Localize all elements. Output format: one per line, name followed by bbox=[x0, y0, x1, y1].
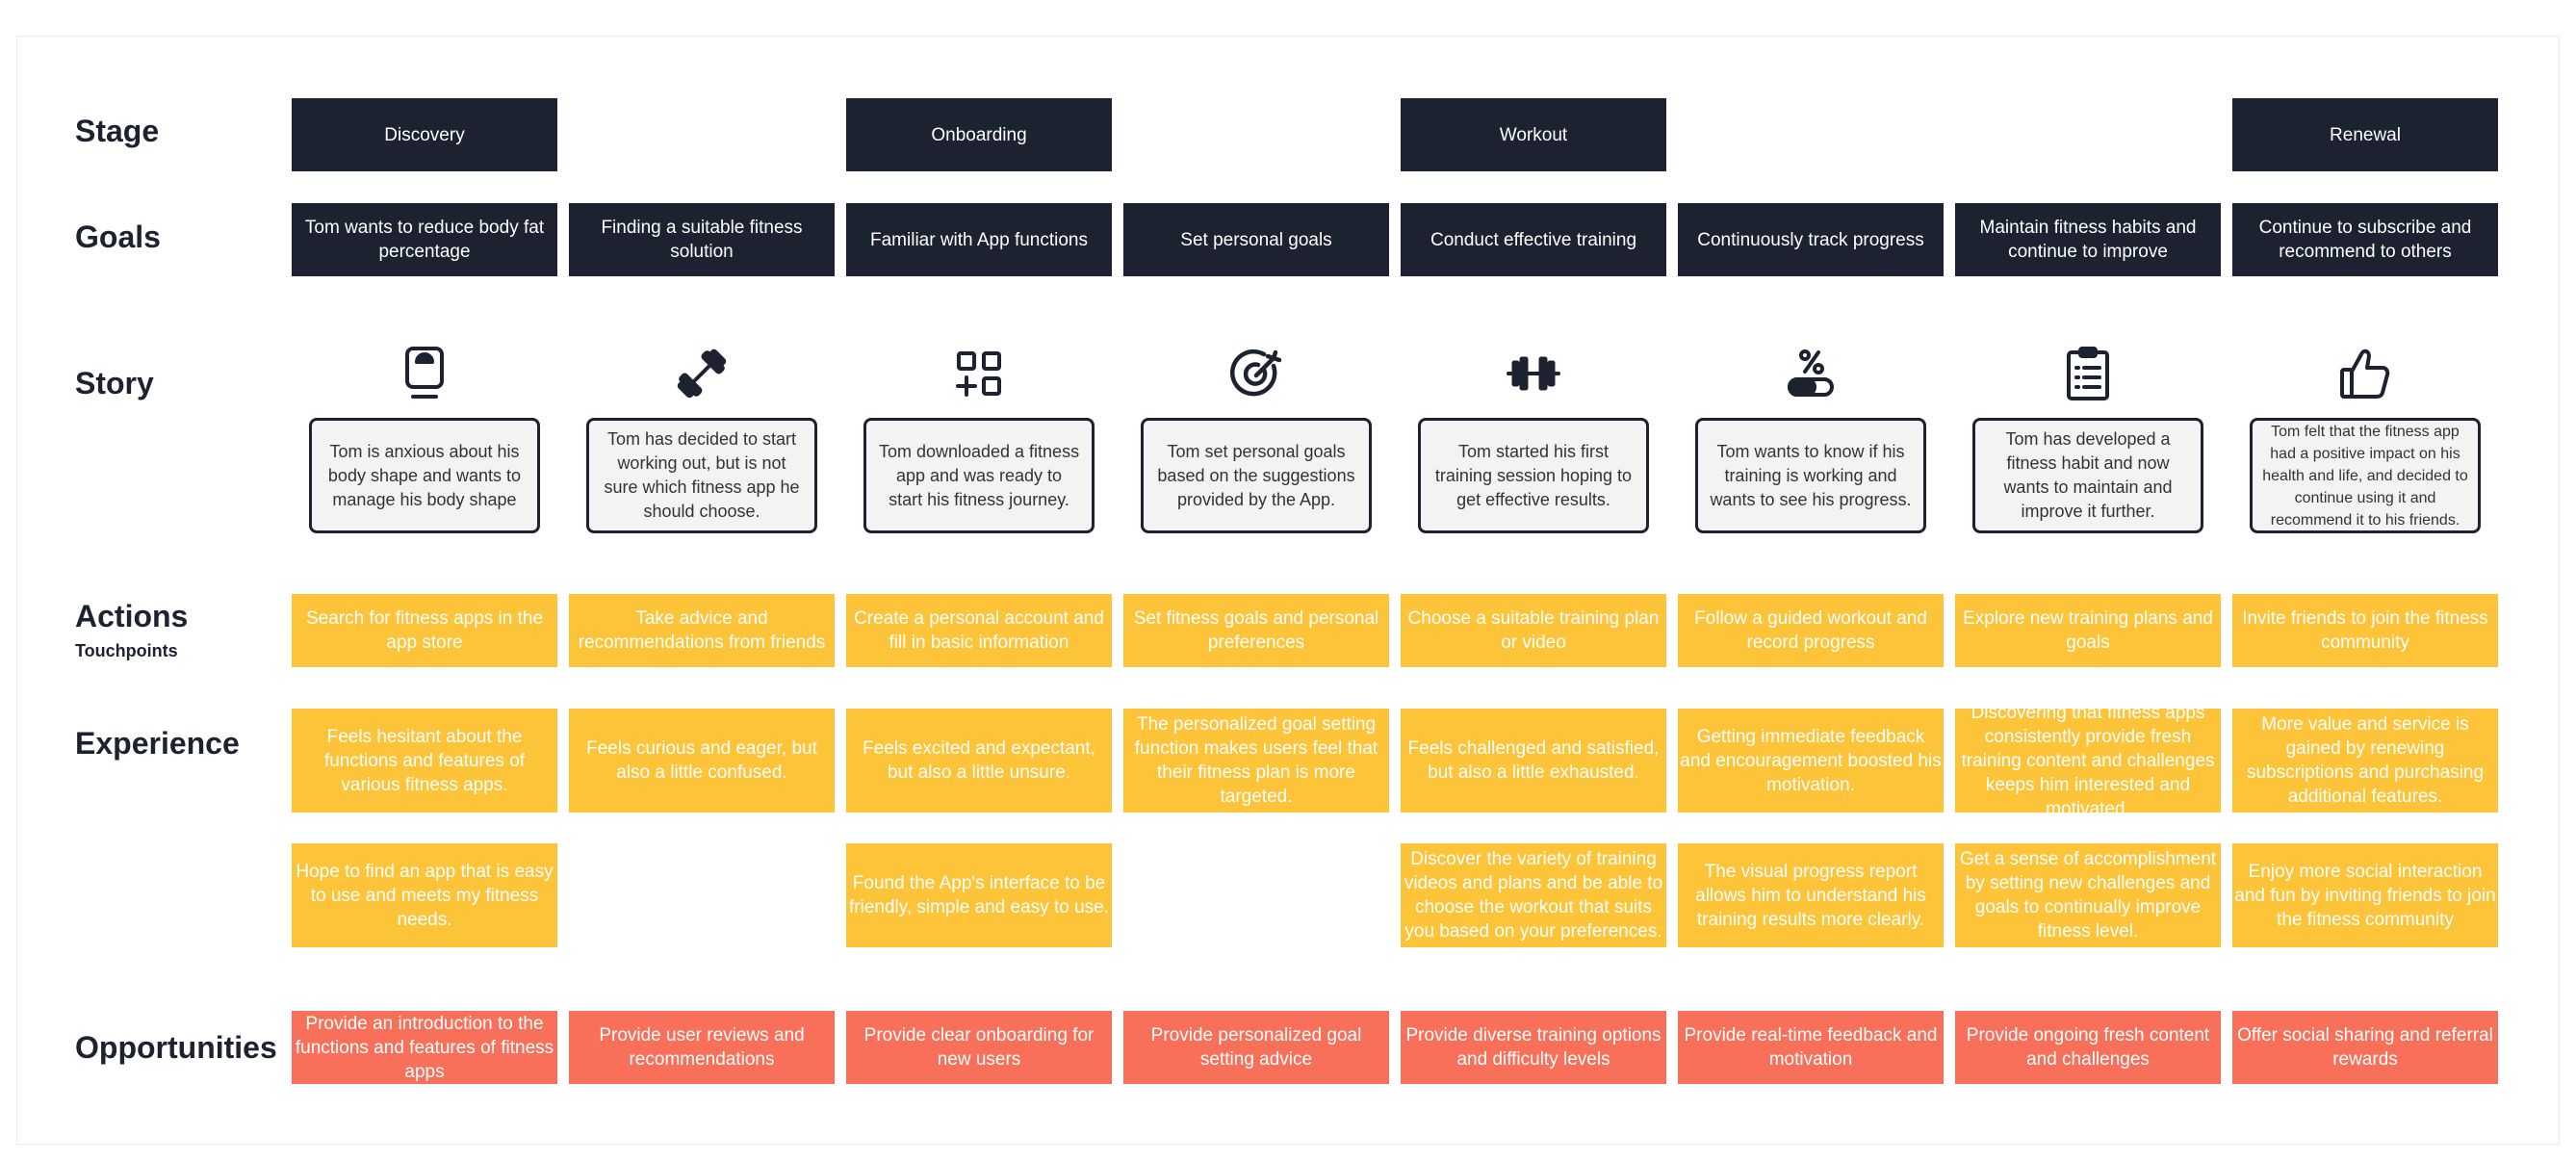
experience-card: Found the App's interface to be friendly… bbox=[846, 843, 1112, 947]
experience-card: Getting immediate feedback and encourage… bbox=[1678, 709, 1944, 813]
barbell-icon bbox=[1505, 345, 1562, 402]
goal-card: Continuously track progress bbox=[1678, 203, 1944, 276]
story-card: Tom wants to know if his training is wor… bbox=[1695, 418, 1926, 533]
experience-row-label: Experience bbox=[75, 726, 240, 761]
dumbbell-icon bbox=[673, 345, 731, 402]
goal-card: Maintain fitness habits and continue to … bbox=[1955, 203, 2221, 276]
opportunity-card: Offer social sharing and referral reward… bbox=[2232, 1011, 2498, 1084]
story-row-label: Story bbox=[75, 366, 154, 400]
action-card: Create a personal account and fill in ba… bbox=[846, 594, 1112, 667]
story-card: Tom set personal goals based on the sugg… bbox=[1141, 418, 1372, 533]
stage-onboarding: Onboarding bbox=[846, 98, 1112, 171]
story-card: Tom felt that the fitness app had a posi… bbox=[2250, 418, 2481, 533]
opportunity-card: Provide an introduction to the functions… bbox=[292, 1011, 557, 1084]
action-card: Follow a guided workout and record progr… bbox=[1678, 594, 1944, 667]
experience-card: Discovering that fitness apps consistent… bbox=[1955, 709, 2221, 813]
scale-icon bbox=[396, 345, 453, 402]
actions-row-label: Actions bbox=[75, 599, 189, 633]
story-card: Tom is anxious about his body shape and … bbox=[309, 418, 540, 533]
experience-card: Hope to find an app that is easy to use … bbox=[292, 843, 557, 947]
stage-row-label: Stage bbox=[75, 114, 160, 148]
story-card: Tom downloaded a fitness app and was rea… bbox=[863, 418, 1095, 533]
action-card: Choose a suitable training plan or video bbox=[1401, 594, 1666, 667]
opportunity-card: Provide user reviews and recommendations bbox=[569, 1011, 835, 1084]
stage-discovery: Discovery bbox=[292, 98, 557, 171]
experience-card: Feels curious and eager, but also a litt… bbox=[569, 709, 835, 813]
experience-card: More value and service is gained by rene… bbox=[2232, 709, 2498, 813]
stage-renewal: Renewal bbox=[2232, 98, 2498, 171]
action-card: Take advice and recommendations from fri… bbox=[569, 594, 835, 667]
goal-card: Conduct effective training bbox=[1401, 203, 1666, 276]
experience-card: Enjoy more social interaction and fun by… bbox=[2232, 843, 2498, 947]
goal-card: Set personal goals bbox=[1123, 203, 1389, 276]
goals-row-label: Goals bbox=[75, 219, 161, 254]
progress-percent-icon bbox=[1782, 345, 1840, 402]
goal-card: Familiar with App functions bbox=[846, 203, 1112, 276]
experience-card: The visual progress report allows him to… bbox=[1678, 843, 1944, 947]
experience-card: Discover the variety of training videos … bbox=[1401, 843, 1666, 947]
apps-grid-icon bbox=[950, 345, 1008, 402]
action-card: Explore new training plans and goals bbox=[1955, 594, 2221, 667]
action-card: Search for fitness apps in the app store bbox=[292, 594, 557, 667]
journey-map-board bbox=[16, 36, 2560, 1145]
experience-card: Feels challenged and satisfied, but also… bbox=[1401, 709, 1666, 813]
experience-card: The personalized goal setting function m… bbox=[1123, 709, 1389, 813]
action-card: Invite friends to join the fitness commu… bbox=[2232, 594, 2498, 667]
opportunity-card: Provide clear onboarding for new users bbox=[846, 1011, 1112, 1084]
opportunity-card: Provide ongoing fresh content and challe… bbox=[1955, 1011, 2221, 1084]
story-card: Tom started his first training session h… bbox=[1418, 418, 1649, 533]
experience-card: Get a sense of accomplishment by setting… bbox=[1955, 843, 2221, 947]
touchpoints-row-label: Touchpoints bbox=[75, 641, 178, 660]
opportunities-row-label: Opportunities bbox=[75, 1030, 277, 1065]
clipboard-checklist-icon bbox=[2059, 345, 2117, 402]
opportunity-card: Provide real-time feedback and motivatio… bbox=[1678, 1011, 1944, 1084]
action-card: Set fitness goals and personal preferenc… bbox=[1123, 594, 1389, 667]
experience-card: Feels excited and expectant, but also a … bbox=[846, 709, 1112, 813]
target-icon bbox=[1227, 345, 1285, 402]
experience-card: Feels hesitant about the functions and f… bbox=[292, 709, 557, 813]
opportunity-card: Provide personalized goal setting advice bbox=[1123, 1011, 1389, 1084]
opportunity-card: Provide diverse training options and dif… bbox=[1401, 1011, 1666, 1084]
story-card: Tom has developed a fitness habit and no… bbox=[1972, 418, 2203, 533]
goal-card: Finding a suitable fitness solution bbox=[569, 203, 835, 276]
thumbs-up-icon bbox=[2336, 345, 2394, 402]
goal-card: Continue to subscribe and recommend to o… bbox=[2232, 203, 2498, 276]
stage-workout: Workout bbox=[1401, 98, 1666, 171]
goal-card: Tom wants to reduce body fat percentage bbox=[292, 203, 557, 276]
story-card: Tom has decided to start working out, bu… bbox=[586, 418, 817, 533]
